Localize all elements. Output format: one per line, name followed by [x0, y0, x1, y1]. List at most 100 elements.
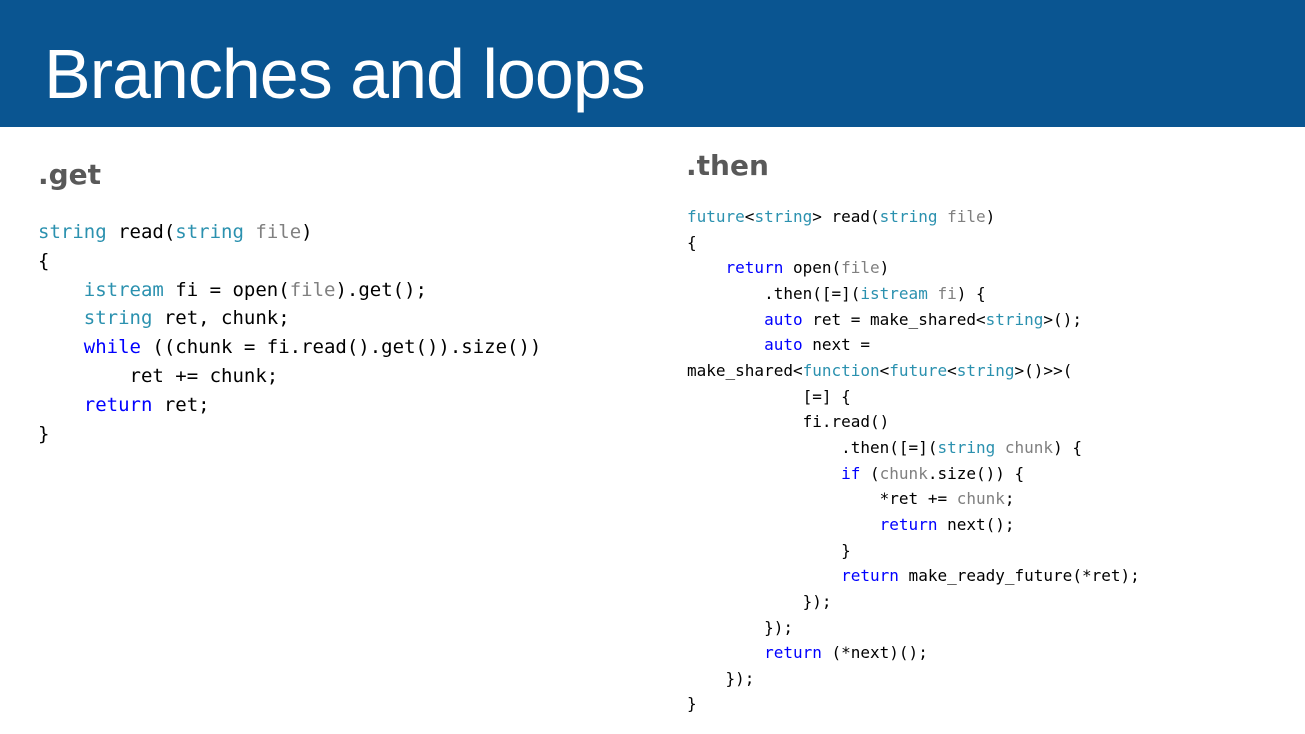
code-text-token: fi = open( [163, 278, 290, 301]
code-text-token: ) [301, 221, 313, 243]
code-type-token: future [687, 207, 745, 226]
code-line: .then([=](istream fi) { [687, 281, 1140, 307]
code-text-token: .size()) { [927, 463, 1025, 483]
code-parameter-token: chunk [879, 463, 928, 483]
code-line: future<string> read(string file) [687, 204, 1140, 230]
code-text-token: } [687, 540, 851, 560]
code-text-token [687, 464, 841, 483]
then-code-block: future<string> read(string file){ return… [687, 204, 1140, 717]
code-keyword-token: return [879, 514, 938, 534]
code-text-token: .then([=]( [687, 437, 938, 457]
code-keyword-token: return [725, 258, 784, 278]
code-text-token: [=] { [687, 386, 851, 406]
code-line: string ret, chunk; [38, 304, 541, 333]
code-type-token: string [83, 307, 153, 330]
code-type-token: string [754, 207, 813, 226]
code-text-token [244, 221, 255, 243]
code-type-token: function [802, 360, 880, 380]
code-text-token: >()>>( [1014, 360, 1073, 380]
code-text-token: ) [985, 207, 996, 226]
code-text-token: < [744, 207, 755, 226]
code-line: [=] { [687, 384, 1140, 410]
code-text-token: read( [106, 221, 176, 243]
code-text-token: ) { [1053, 437, 1082, 457]
code-keyword-token: while [83, 336, 141, 359]
code-line: return ret; [38, 391, 541, 420]
code-text-token [38, 307, 84, 329]
code-type-token: istream [83, 278, 164, 301]
code-keyword-token: auto [764, 335, 803, 355]
code-text-token: }); [687, 617, 793, 637]
code-line: auto next = [687, 332, 1140, 358]
code-text-token: }); [687, 591, 832, 611]
code-type-token: string [879, 207, 938, 226]
code-text-token: (*next)(); [821, 643, 928, 663]
code-text-token: *ret += [687, 489, 957, 509]
code-type-token: string [985, 309, 1044, 329]
code-text-token: } [38, 422, 50, 445]
slide-title: Branches and loops [44, 35, 646, 113]
code-line: } [38, 420, 541, 449]
code-line: while ((chunk = fi.read().get()).size()) [38, 333, 542, 362]
code-text-token: ret = make_shared< [802, 309, 986, 329]
code-line: istream fi = open(file).get(); [38, 276, 541, 305]
code-line: make_shared<function<future<string>()>>( [687, 358, 1140, 384]
code-text-token [38, 336, 84, 358]
code-line: return open(file) [687, 255, 1140, 281]
code-text-token: fi.read() [687, 412, 890, 432]
code-parameter-token: file [841, 258, 880, 278]
code-text-token [687, 643, 764, 662]
code-keyword-token: auto [764, 309, 803, 329]
code-line: { [687, 230, 1140, 256]
code-type-token: string [956, 360, 1015, 380]
code-line: }); [687, 615, 1140, 641]
code-type-token: string [937, 437, 996, 457]
code-text-token: ((chunk = fi.read().get()).size()) [140, 336, 542, 359]
code-type-token: istream [860, 283, 928, 303]
code-line: }); [687, 666, 1140, 692]
then-heading: .then [686, 149, 769, 182]
code-text-token: < [879, 360, 890, 380]
code-text-token [38, 394, 84, 416]
code-keyword-token: return [764, 643, 822, 663]
code-text-token [937, 207, 947, 226]
code-type-token: string [175, 221, 244, 243]
code-text-token [38, 279, 84, 301]
code-text-token [995, 438, 1005, 457]
code-text-token: ( [860, 463, 880, 483]
code-parameter-token: chunk [956, 489, 1005, 509]
code-type-token: string [38, 221, 107, 243]
code-line: } [687, 538, 1140, 564]
code-line: return next(); [687, 512, 1140, 538]
code-line: { [38, 247, 541, 276]
code-text-token: make_ready_future(*ret); [898, 566, 1140, 586]
code-text-token: ) { [956, 283, 986, 303]
code-line: ret += chunk; [38, 362, 541, 391]
code-parameter-token: fi [937, 283, 957, 303]
code-text-token: { [687, 232, 697, 252]
code-line: auto ret = make_shared<string>(); [687, 307, 1140, 333]
title-bar: Branches and loops [0, 0, 1305, 127]
code-text-token: ; [1004, 489, 1015, 509]
code-text-token: >(); [1043, 309, 1082, 329]
code-line: return make_ready_future(*ret); [687, 563, 1140, 589]
code-line: fi.read() [687, 409, 1140, 435]
code-line: return (*next)(); [687, 640, 1140, 666]
code-text-token: open( [783, 258, 842, 278]
get-code-block: string read(string file){ istream fi = o… [38, 218, 541, 448]
code-keyword-token: return [841, 566, 899, 586]
code-text-token: ).get(); [335, 278, 427, 301]
code-text-token: ret, chunk; [152, 307, 290, 330]
code-text-token [687, 566, 841, 585]
code-text-token: } [687, 694, 697, 714]
code-line: }); [687, 589, 1140, 615]
code-line: if (chunk.size()) { [687, 461, 1140, 487]
code-text-token: .then([=]( [687, 283, 861, 303]
code-parameter-token: file [255, 221, 302, 243]
code-type-token: future [889, 360, 948, 380]
code-text-token: > read( [812, 207, 880, 226]
code-text-token: { [38, 249, 50, 272]
code-line: *ret += chunk; [687, 486, 1140, 512]
code-line: string read(string file) [38, 218, 541, 247]
code-keyword-token: return [83, 393, 153, 416]
